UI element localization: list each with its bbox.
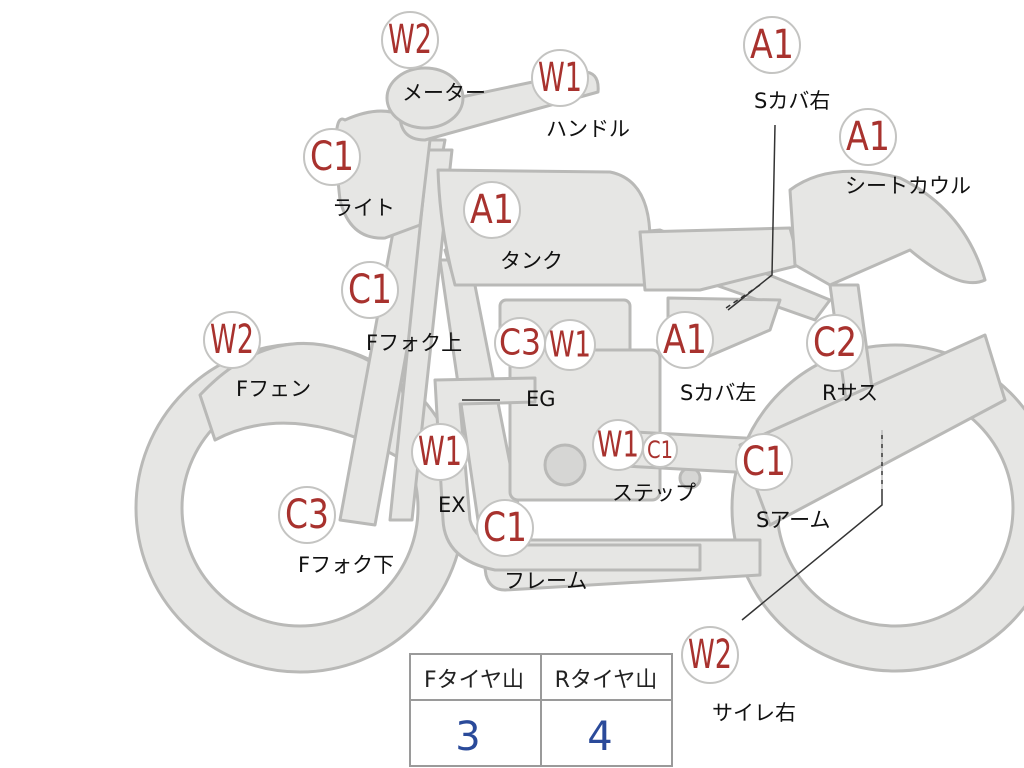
label-fork-lower: Fフォク下 [298,553,394,577]
seat-cowl-shape [788,169,987,287]
badge-tank: A1 [463,181,521,239]
label-silencer: サイレ右 [712,701,796,725]
badge-step-a: W1 [592,419,644,471]
badge-side-cover-right: A1 [743,16,801,74]
rear-tread-value: 4 [587,714,612,760]
frame-lower-tube-shape [438,258,762,592]
front-fork-rear-leg-shape [388,148,454,522]
label-handle: ハンドル [546,117,630,141]
front-tread-value: 3 [455,714,480,760]
badge-code: W2 [388,17,432,63]
badge-code: C2 [813,320,857,366]
badge-circle [476,499,534,557]
badge-meter: W2 [381,11,439,69]
badge-code: A1 [663,317,707,363]
badge-code: W2 [210,317,254,363]
badge-fork-lower: C3 [278,486,336,544]
badge-circle [656,311,714,369]
badge-circle [463,181,521,239]
badge-engine-a: C3 [494,317,546,369]
badge-circle [341,261,399,319]
exhaust-header-shape [433,376,702,572]
meter-shape [385,66,465,130]
leader-silencer [741,430,883,621]
badge-circle [278,486,336,544]
badge-code: A1 [750,22,794,68]
label-step: ステップ [612,481,696,505]
badge-seat-cowl: A1 [839,108,897,166]
badge-code: C3 [499,323,541,364]
badge-fender: W2 [203,311,261,369]
label-frame: フレーム [504,569,587,593]
front-tread-header: Fタイヤ山 [424,668,524,693]
badge-code: W1 [549,325,591,366]
label-swing-arm: Sアーム [756,508,830,532]
badge-code: C1 [647,436,673,464]
leader-side-cover-right [727,124,776,311]
badge-circle [531,49,589,107]
badge-step-b: C1 [642,432,678,468]
leader-lines [462,124,883,621]
badge-engine-b: W1 [544,319,596,371]
label-side-cover-right: Sカバ右 [754,89,830,113]
badge-circle [381,11,439,69]
badge-circle [544,319,596,371]
label-meter: メーター [402,81,486,105]
badge-handle: W1 [531,49,589,107]
tire-tread-table: Fタイヤ山 Rタイヤ山 3 4 [409,653,673,767]
label-side-cover-left: Sカバ左 [680,381,756,405]
badge-code: C1 [483,505,527,551]
badge-code: A1 [846,114,890,160]
badge-circle [735,433,793,491]
badge-circle [839,108,897,166]
label-light: ライト [332,196,395,220]
badge-circle [806,314,864,372]
badge-code: W2 [688,632,732,678]
label-engine: EG [526,387,556,411]
badge-circle [681,626,739,684]
badge-light: C1 [303,128,361,186]
label-rear-shock: Rサス [822,381,878,405]
leader-side-cover-right-dash [725,284,761,309]
badge-code: W1 [418,429,462,475]
badge-code: C1 [348,267,392,313]
badge-fork-upper: C1 [341,261,399,319]
label-tank: タンク [500,249,563,273]
badge-code: A1 [470,187,514,233]
badge-code: C1 [742,439,786,485]
label-fork-upper: Fフォク上 [366,331,462,355]
label-exhaust: EX [438,493,466,517]
badge-circle [411,423,469,481]
badge-circle [743,16,801,74]
badge-side-cover-left: A1 [656,311,714,369]
badge-swing-arm: C1 [735,433,793,491]
label-seat-cowl: シートカウル [845,174,971,198]
badge-rear-shock: C2 [806,314,864,372]
badge-code: W1 [597,425,639,466]
muffler-shape [738,333,1007,527]
label-fender: Fフェン [236,377,311,401]
badge-frame: C1 [476,499,534,557]
badge-exhaust: W1 [411,423,469,481]
badge-circle [642,432,678,468]
engine-cover-shape [543,443,587,487]
badge-code: C1 [310,134,354,180]
side-cover-shape [638,226,802,292]
badge-code: W1 [538,55,582,101]
badge-silencer: W2 [681,626,739,684]
rear-tread-header: Rタイヤ山 [555,668,658,693]
badge-circle [203,311,261,369]
badge-circle [303,128,361,186]
badge-code: C3 [285,492,329,538]
